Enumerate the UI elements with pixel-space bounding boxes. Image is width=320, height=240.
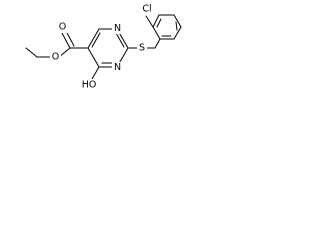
bond-c5-c6 <box>87 28 100 49</box>
bond-c4-c5 <box>87 47 100 68</box>
atom-n-top: N <box>114 23 121 34</box>
bond-c4-oh <box>91 66 100 80</box>
atom-n-bottom: N <box>114 62 121 73</box>
ethyl-ester-group <box>25 30 89 58</box>
bond-n1-c2-double <box>115 32 125 48</box>
atom-oh: HO <box>82 80 97 91</box>
bond-ph-a-b <box>152 26 161 40</box>
bond-c5-c6-double <box>91 32 101 48</box>
bond-carbonyl-o <box>61 32 71 49</box>
bond-ph-double-1 <box>156 18 162 28</box>
atom-o-carbonyl: O <box>59 22 66 33</box>
thiobenzyl-group <box>127 38 161 49</box>
bond-ph-cl <box>145 15 154 28</box>
chlorophenyl-ring <box>145 14 182 40</box>
bond-carbonyl-o-double <box>65 30 75 47</box>
bond-ph-d-e <box>173 14 182 28</box>
bond-ph-b-c <box>152 14 160 28</box>
molecule-structure: N N S Cl O O HO <box>25 3 182 91</box>
bond-ch2-ch3 <box>25 47 38 58</box>
bond-ch2-phenyl <box>154 38 161 49</box>
atom-o-ester: O <box>52 52 59 63</box>
atom-labels: N N S Cl O O HO <box>50 3 155 91</box>
atom-cl: Cl <box>142 4 151 15</box>
bond-ph-e-f <box>173 26 182 40</box>
bond-ph-double-2 <box>175 21 178 31</box>
atom-s: S <box>139 43 145 54</box>
pyrimidine-ring <box>87 28 129 68</box>
